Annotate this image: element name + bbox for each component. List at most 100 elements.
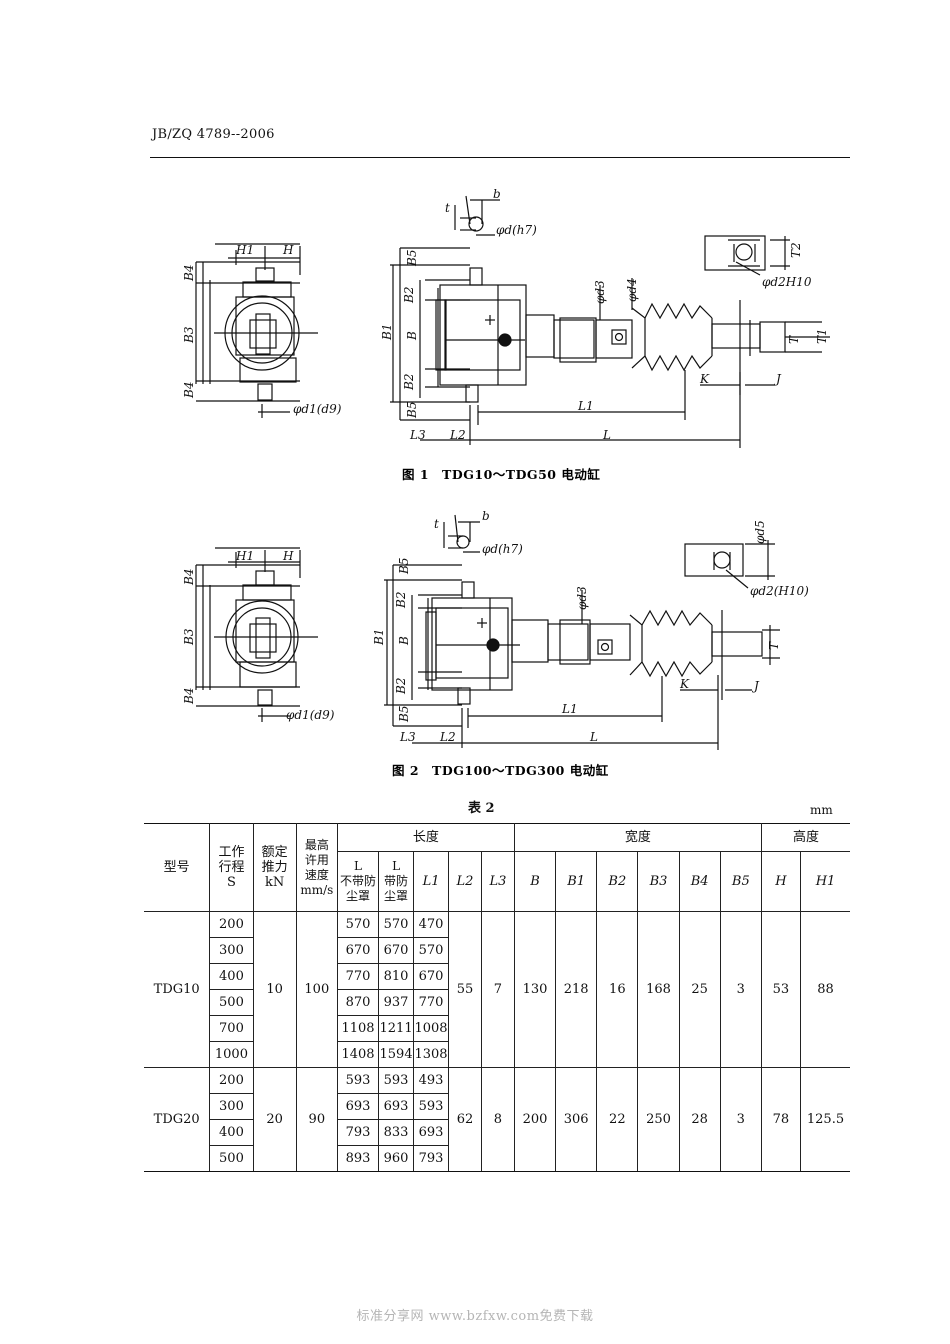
cell-L-nodust: 770 [336,963,380,990]
dim-phi-d: φd(h7) [496,223,537,237]
dim-B4: B4 [182,569,196,586]
dim-L1: L1 [561,702,578,716]
dim-J: J [751,679,760,693]
header-H: H [760,851,801,912]
header-stroke: 工作 行程 S [209,823,254,912]
cell-L1: 1008 [413,1015,450,1042]
cell-L1: 493 [413,1067,450,1094]
cell-B5: 3 [719,1067,762,1172]
cell-L2: 55 [448,911,482,1068]
dim-L1: L1 [577,399,594,413]
dim-t: t [434,517,439,531]
cell-B1: 306 [555,1067,598,1172]
dim-L: L [589,730,598,744]
cell-L-nodust: 793 [336,1119,380,1146]
cell-L-dust: 810 [378,963,415,990]
cell-B4: 28 [678,1067,721,1172]
cell-H: 53 [760,911,801,1068]
header-model: 型号 [144,823,211,912]
dim-B3: B3 [182,628,196,646]
cell-L-nodust: 670 [336,937,380,964]
header-width: 宽度 [513,823,762,852]
dim-B4b: B4 [182,382,196,399]
cell-L-dust: 593 [378,1067,415,1094]
header-L-nodust: L 不带防 尘罩 [336,851,380,912]
cell-L-dust: 1211 [378,1015,415,1042]
dim-H1: H1 [235,243,254,257]
cell-L1: 1308 [413,1041,450,1068]
dim-T: T [787,335,801,344]
cell-thrust: 10 [252,911,297,1068]
dim-b: b [493,187,501,201]
cell-stroke: 200 [209,1067,254,1094]
cell-B: 130 [513,911,557,1068]
header-H1: H1 [799,851,850,912]
dim-H: H [282,549,294,563]
header-L2: L2 [448,851,482,912]
cell-L1: 470 [413,911,450,938]
cell-B3: 168 [637,911,680,1068]
cell-B: 200 [513,1067,557,1172]
header-rule [150,157,850,158]
header-L-dust: L 带防 尘罩 [378,851,415,912]
dim-T2: T2 [789,242,803,258]
cell-speed: 100 [295,911,338,1068]
cell-L-nodust: 693 [336,1093,380,1120]
header-thrust: 额定 推力 kN [252,823,297,912]
dimension-table: 型号 工作 行程 S 额定 推力 kN 最高 许用 速度 mm/s 长度 宽度 … [144,823,850,1172]
dim-B5: B5 [397,558,411,575]
cell-L-dust: 1594 [378,1041,415,1068]
cell-L-nodust: 570 [336,911,380,938]
footer-watermark: 标准分享网 www.bzfxw.com免费下载 [356,1309,594,1324]
dim-phi-d2: φd2H10 [762,275,812,289]
dim-phi-d4: φd4 [625,278,639,302]
dim-B5: B5 [405,250,419,267]
dim-B4: B4 [182,265,196,282]
header-height: 高度 [760,823,850,852]
table-unit: mm [810,803,833,817]
cell-L-dust: 693 [378,1093,415,1120]
cell-L1: 593 [413,1093,450,1120]
cell-H1: 125.5 [799,1067,850,1172]
cell-L-dust: 833 [378,1119,415,1146]
cell-B4: 25 [678,911,721,1068]
cell-L1: 770 [413,989,450,1016]
dim-phi-d3: φd3 [575,586,589,610]
cell-thrust: 20 [252,1067,297,1172]
dim-phi-d1: φd1(d9) [293,402,342,416]
header-speed: 最高 许用 速度 mm/s [295,823,338,912]
header-B4: B4 [678,851,721,912]
dim-B: B [405,331,419,341]
cell-L-dust: 670 [378,937,415,964]
cell-B2: 16 [596,911,639,1068]
header-B: B [513,851,557,912]
cell-L1: 793 [413,1145,450,1172]
cell-L-dust: 960 [378,1145,415,1172]
dim-L3: L3 [399,730,416,744]
header-B3: B3 [637,851,680,912]
cell-L-nodust: 1408 [336,1041,380,1068]
cell-stroke: 400 [209,963,254,990]
cell-L-dust: 570 [378,911,415,938]
cell-model: TDG20 [144,1067,211,1172]
dim-T1: T1 [815,328,829,344]
cell-stroke: 200 [209,911,254,938]
dim-phi-d5: φd5 [753,520,767,544]
header-length: 长度 [336,823,515,852]
dim-B5b: B5 [405,402,419,419]
dim-B1: B1 [372,629,386,646]
cell-L-nodust: 870 [336,989,380,1016]
dim-T: T [767,641,781,650]
dim-phi-d: φd(h7) [482,542,523,556]
dim-t: t [445,201,450,215]
cell-L2: 62 [448,1067,482,1172]
dim-B: B [397,636,411,646]
header-L1: L1 [413,851,450,912]
table-title: 表 2 [468,801,495,816]
cell-speed: 90 [295,1067,338,1172]
